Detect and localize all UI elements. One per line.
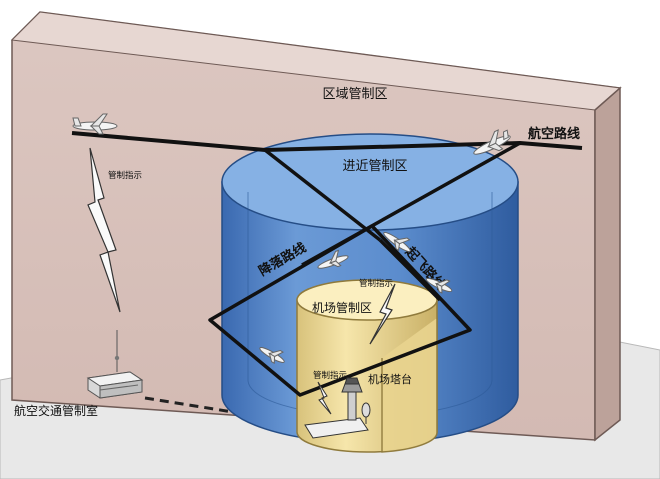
landing-route-line [263, 148, 382, 242]
approach-zone-label: 进近管制区 [342, 159, 407, 174]
airplane-icon [473, 129, 511, 155]
airplane-icon [425, 277, 453, 294]
air-route-line [71, 131, 583, 153]
airplane-icon [72, 113, 118, 135]
tower-icon [304, 377, 369, 439]
takeoff-route-line [301, 141, 521, 267]
radar-icon [361, 402, 371, 424]
lightning-icon [369, 283, 396, 345]
airport-zone-label: 机场管制区 [312, 300, 372, 315]
lightning-icon [87, 147, 121, 313]
atc-room-label: 航空交通管制室 [14, 403, 98, 418]
airplane-icon [259, 347, 285, 365]
landing-route-line-2 [378, 238, 442, 302]
side-wall [594, 86, 621, 442]
air-route-label: 航空路线 [528, 126, 580, 142]
control-instruction-inner-label: 管制指示 [313, 370, 347, 381]
regional-zone-label: 区域管制区 [322, 87, 387, 102]
control-instruction-outer-label: 管制指示 [108, 170, 142, 181]
console-icon [86, 330, 144, 399]
airport-zone-cylinder [296, 279, 438, 453]
tower-label: 机场塔台 [368, 372, 412, 386]
airplane-icon [317, 249, 349, 269]
lightning-icon [317, 381, 332, 415]
airplane-icon [383, 231, 411, 253]
control-instruction-mid-label: 管制指示 [359, 278, 393, 289]
